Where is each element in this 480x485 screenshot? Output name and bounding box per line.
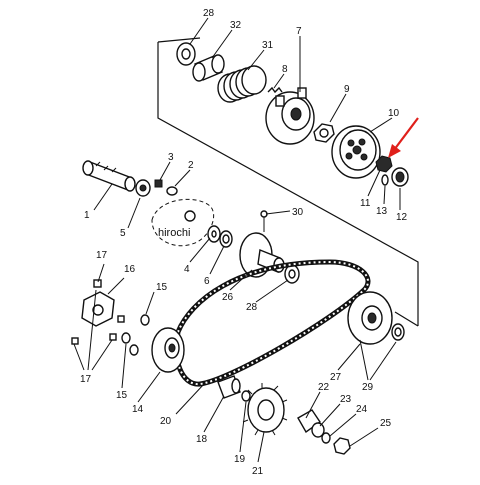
label-27: 27 bbox=[330, 372, 342, 383]
label-30: 30 bbox=[292, 207, 304, 218]
part-labels: 28 32 31 7 8 9 10 3 2 1 5 11 13 12 30 17… bbox=[80, 8, 408, 477]
label-14: 14 bbox=[132, 404, 144, 415]
nut-part-11 bbox=[375, 155, 393, 173]
label-26: 26 bbox=[222, 292, 234, 303]
washer-part-24 bbox=[321, 432, 331, 444]
collar-part-32 bbox=[192, 54, 225, 82]
nut-part-25 bbox=[333, 437, 351, 455]
spider-part-16 bbox=[81, 291, 115, 327]
washer-part-28 bbox=[176, 42, 196, 66]
collar-part-18 bbox=[217, 375, 241, 399]
label-17b: 17 bbox=[80, 374, 92, 385]
label-19: 19 bbox=[234, 454, 246, 465]
bearing-part-5 bbox=[135, 179, 151, 197]
drive-belt-part-20 bbox=[173, 259, 371, 387]
label-17a: 17 bbox=[96, 250, 108, 261]
label-11: 11 bbox=[360, 198, 371, 209]
label-2: 2 bbox=[188, 160, 194, 171]
label-28b: 28 bbox=[246, 302, 258, 313]
label-28: 28 bbox=[203, 8, 215, 19]
label-24: 24 bbox=[356, 404, 368, 415]
label-1: 1 bbox=[84, 210, 90, 221]
label-8: 8 bbox=[282, 64, 288, 75]
pulley-part-14 bbox=[151, 327, 185, 373]
clutch-carrier-part-7 bbox=[265, 87, 315, 145]
nut-part-12 bbox=[391, 167, 409, 187]
label-9: 9 bbox=[344, 84, 350, 95]
label-6: 6 bbox=[204, 276, 210, 287]
assembly-frame bbox=[157, 37, 419, 327]
label-22: 22 bbox=[318, 382, 330, 393]
label-32: 32 bbox=[230, 20, 242, 31]
label-15a: 15 bbox=[156, 282, 168, 293]
label-21: 21 bbox=[252, 466, 264, 477]
nut-part-9 bbox=[313, 123, 335, 143]
label-16: 16 bbox=[124, 264, 136, 275]
washer-part-19 bbox=[241, 390, 251, 402]
highlight-arrow-icon bbox=[388, 117, 419, 158]
pin-part-30 bbox=[260, 210, 268, 232]
ring-part-6 bbox=[219, 230, 233, 248]
label-10: 10 bbox=[388, 108, 400, 119]
label-13: 13 bbox=[376, 206, 388, 217]
label-25: 25 bbox=[380, 418, 392, 429]
plate-part-22 bbox=[297, 409, 321, 434]
fan-part-21 bbox=[242, 383, 288, 436]
clutch-housing-part-10 bbox=[331, 125, 381, 179]
washer-part-4 bbox=[207, 225, 221, 243]
leader-lines bbox=[73, 17, 401, 463]
bolt-part-3 bbox=[154, 179, 163, 188]
small-spring-part-8 bbox=[267, 86, 283, 94]
rollers-part-15 bbox=[121, 314, 150, 356]
label-15b: 15 bbox=[116, 390, 128, 401]
label-3: 3 bbox=[168, 152, 174, 163]
label-31: 31 bbox=[262, 40, 274, 51]
case-outline bbox=[151, 198, 215, 247]
label-20: 20 bbox=[160, 416, 172, 427]
shaft-part-1 bbox=[82, 160, 136, 192]
label-12: 12 bbox=[396, 212, 408, 223]
seal-part-29 bbox=[391, 323, 405, 341]
label-4: 4 bbox=[184, 264, 190, 275]
seal-part-28b bbox=[284, 264, 300, 284]
sheave-part-27 bbox=[347, 291, 393, 345]
label-5: 5 bbox=[120, 228, 126, 239]
washer-part-2 bbox=[166, 186, 178, 196]
label-23: 23 bbox=[340, 394, 352, 405]
label-18: 18 bbox=[196, 434, 208, 445]
slider-part-17 bbox=[71, 279, 125, 345]
spring-part-31 bbox=[217, 65, 267, 103]
label-7: 7 bbox=[296, 26, 302, 37]
watermark-text: hirochi bbox=[158, 227, 190, 239]
label-29: 29 bbox=[362, 382, 374, 393]
washer-part-23 bbox=[311, 422, 325, 438]
washer-part-13 bbox=[381, 174, 389, 186]
